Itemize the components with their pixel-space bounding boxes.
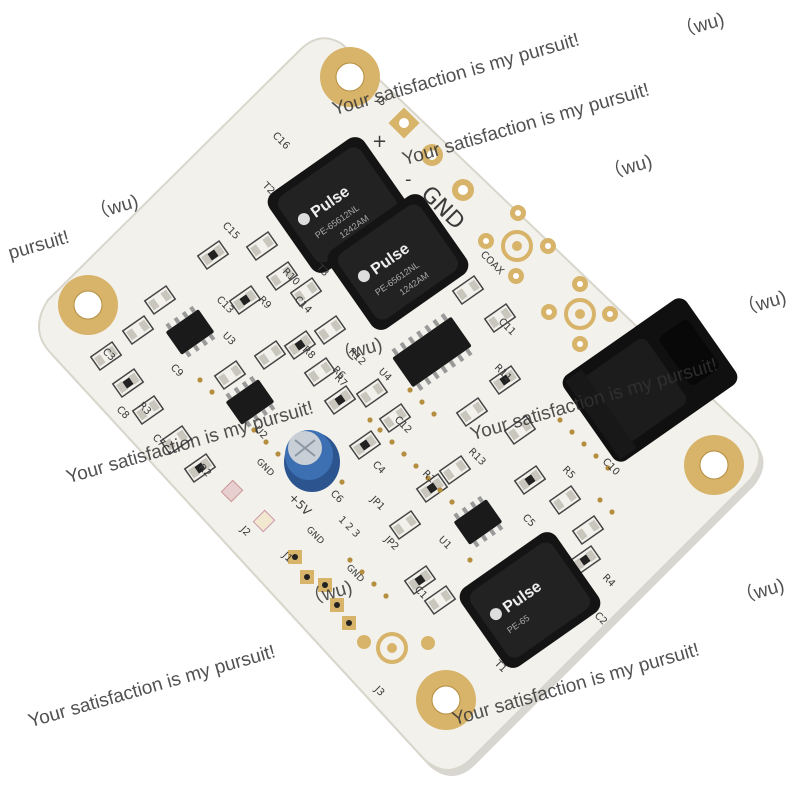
coax-pads	[478, 205, 556, 284]
via-dot	[275, 451, 281, 457]
smd-footprint	[253, 339, 287, 371]
optical-jack	[562, 298, 738, 462]
smd-footprint	[143, 284, 177, 316]
svg-text:-: -	[405, 169, 412, 190]
ic-u3	[165, 305, 216, 358]
via-dot	[437, 487, 443, 493]
via-dot	[367, 417, 373, 423]
via-dot	[383, 593, 389, 599]
smd-footprint	[415, 472, 449, 504]
pulse-logo-icon	[489, 608, 502, 621]
via-dot	[449, 499, 455, 505]
ic-u4	[391, 313, 473, 391]
smd-footprint	[196, 239, 230, 271]
via-dot	[389, 439, 395, 445]
connector-pads-j5	[388, 107, 474, 201]
smd-footprint	[228, 284, 262, 316]
smd-footprint	[455, 396, 489, 428]
mounting-hole-left	[58, 275, 118, 335]
svg-text:+: +	[372, 131, 387, 152]
via-dot	[609, 509, 615, 515]
smd-footprint	[121, 314, 155, 346]
via-dot	[425, 475, 431, 481]
via-dot	[347, 557, 353, 563]
via-dot	[401, 451, 407, 457]
smd-footprint	[571, 514, 605, 546]
led-pads	[220, 479, 276, 533]
ic-u2	[225, 375, 276, 428]
smd-footprint	[488, 364, 522, 396]
mounting-hole-bottom	[416, 670, 476, 730]
smd-footprint	[451, 274, 485, 306]
via-dot	[339, 479, 345, 485]
smd-footprint	[289, 276, 323, 308]
via-dot	[377, 427, 383, 433]
via-dot	[557, 417, 563, 423]
smd-footprint	[313, 314, 347, 346]
smd-footprint	[355, 377, 389, 409]
via-dot	[581, 441, 587, 447]
electrolytic-capacitor	[284, 430, 340, 492]
transformer-t1: Pulse PE-65	[459, 532, 601, 668]
mounting-hole-right	[684, 435, 744, 495]
ic-u1	[453, 495, 504, 548]
via-dot	[597, 497, 603, 503]
via-dot	[413, 463, 419, 469]
smd-footprint	[548, 484, 582, 516]
smd-footprint	[323, 384, 357, 416]
via-dot	[359, 569, 365, 575]
smd-footprint	[283, 329, 317, 361]
smd-components	[89, 230, 605, 636]
mounting-holes	[58, 47, 744, 730]
smd-footprint	[438, 454, 472, 486]
smd-footprint	[568, 544, 602, 576]
smd-footprint	[159, 424, 193, 456]
smd-footprint	[348, 429, 382, 461]
smd-footprint	[265, 260, 299, 292]
smd-footprint	[303, 356, 337, 388]
smd-footprint	[513, 464, 547, 496]
smd-footprint	[503, 414, 537, 446]
smd-footprint	[403, 564, 437, 596]
via-dot	[407, 387, 413, 393]
via-dot	[431, 411, 437, 417]
smd-footprint	[111, 367, 145, 399]
via-dot	[593, 453, 599, 459]
smd-footprint	[183, 452, 217, 484]
smd-footprint	[131, 394, 165, 426]
via-dot	[419, 399, 425, 405]
via-dot	[569, 429, 575, 435]
smd-footprint	[89, 340, 123, 372]
transformer-t3: Pulse PE-65612NL 1242AM	[327, 194, 469, 330]
smd-footprint	[245, 230, 279, 262]
smd-footprint	[378, 402, 412, 434]
via-dot	[197, 377, 203, 383]
via-dot	[467, 557, 473, 563]
smd-footprint	[388, 509, 422, 541]
via-dot	[209, 389, 215, 395]
via-dot	[251, 427, 257, 433]
smd-footprint	[213, 359, 247, 391]
via-dot	[371, 581, 377, 587]
mounting-hole-top	[320, 47, 380, 107]
via-dot	[605, 465, 611, 471]
bottom-connector-pads	[288, 550, 435, 664]
smd-footprint	[423, 584, 457, 616]
optical-pads	[541, 276, 618, 352]
pulse-logo-icon	[297, 213, 310, 226]
smd-footprint	[483, 302, 517, 334]
via-dot	[263, 439, 269, 445]
pulse-logo-icon	[357, 270, 370, 283]
